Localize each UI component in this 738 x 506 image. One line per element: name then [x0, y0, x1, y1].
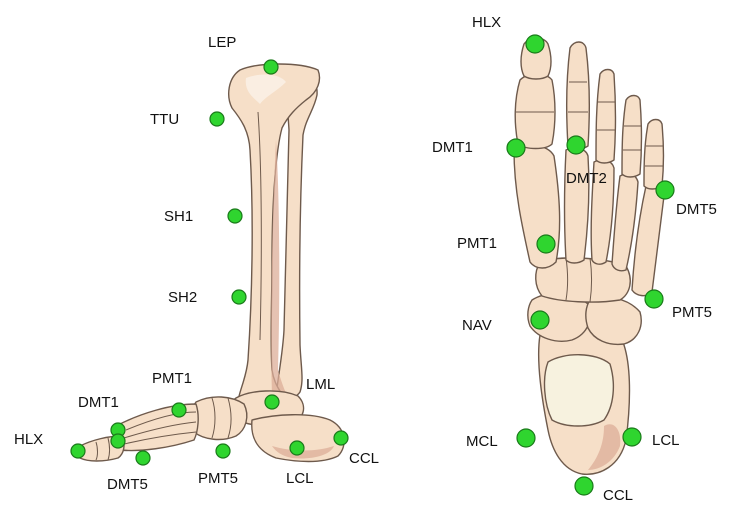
label-plantar-DMT1: DMT1 [432, 139, 473, 156]
marker-lateral-LML [265, 395, 279, 409]
marker-plantar-DMT1 [507, 139, 525, 157]
marker-lateral-PMT5 [216, 444, 230, 458]
marker-lateral-DMT5 [136, 451, 150, 465]
label-plantar-DMT2: DMT2 [566, 170, 607, 187]
label-lateral-LML: LML [306, 376, 335, 393]
marker-plantar-PMT1 [537, 235, 555, 253]
marker-lateral-CCL [334, 431, 348, 445]
label-plantar-LCL: LCL [652, 432, 680, 449]
label-plantar-HLX: HLX [472, 14, 501, 31]
marker-lateral-LEP [264, 60, 278, 74]
second-metatarsal-plantar [565, 148, 589, 263]
label-plantar-NAV: NAV [462, 317, 492, 334]
label-lateral-HLX: HLX [14, 431, 43, 448]
marker-plantar-DMT2 [567, 136, 585, 154]
marker-plantar-CCL [575, 477, 593, 495]
label-lateral-TTU: TTU [150, 111, 179, 128]
label-lateral-CCL: CCL [349, 450, 379, 467]
marker-plantar-DMT5 [656, 181, 674, 199]
marker-lateral-PMT1 [172, 403, 186, 417]
marker-plantar-PMT5 [645, 290, 663, 308]
label-lateral-SH1: SH1 [164, 208, 193, 225]
marker-plantar-HLX [526, 35, 544, 53]
label-lateral-LCL: LCL [286, 470, 314, 487]
label-plantar-MCL: MCL [466, 433, 498, 450]
label-plantar-CCL: CCL [603, 487, 633, 504]
second-toe-plantar [567, 42, 590, 149]
third-toe-plantar [596, 70, 616, 164]
label-plantar-PMT1: PMT1 [457, 235, 497, 252]
label-lateral-PMT5: PMT5 [198, 470, 238, 487]
marker-plantar-NAV [531, 311, 549, 329]
label-lateral-LEP: LEP [208, 34, 236, 51]
label-lateral-DMT1: DMT1 [78, 394, 119, 411]
marker-lateral-HLX [71, 444, 85, 458]
label-lateral-SH2: SH2 [168, 289, 197, 306]
fourth-toe-plantar [622, 96, 642, 178]
talus-plantar [545, 355, 614, 426]
marker-lateral-TTU [210, 112, 224, 126]
hallux-proximal-phalanx [515, 74, 555, 149]
plantar-foot-view [514, 38, 664, 474]
marker-lateral-extra [111, 434, 125, 448]
marker-lateral-LCL [290, 441, 304, 455]
marker-lateral-SH1 [228, 209, 242, 223]
label-lateral-PMT1: PMT1 [152, 370, 192, 387]
label-plantar-DMT5: DMT5 [676, 201, 717, 218]
label-plantar-PMT5: PMT5 [672, 304, 712, 321]
fifth-toe-plantar [644, 120, 664, 190]
label-lateral-DMT5: DMT5 [107, 476, 148, 493]
marker-lateral-SH2 [232, 290, 246, 304]
marker-plantar-MCL [517, 429, 535, 447]
marker-plantar-LCL [623, 428, 641, 446]
